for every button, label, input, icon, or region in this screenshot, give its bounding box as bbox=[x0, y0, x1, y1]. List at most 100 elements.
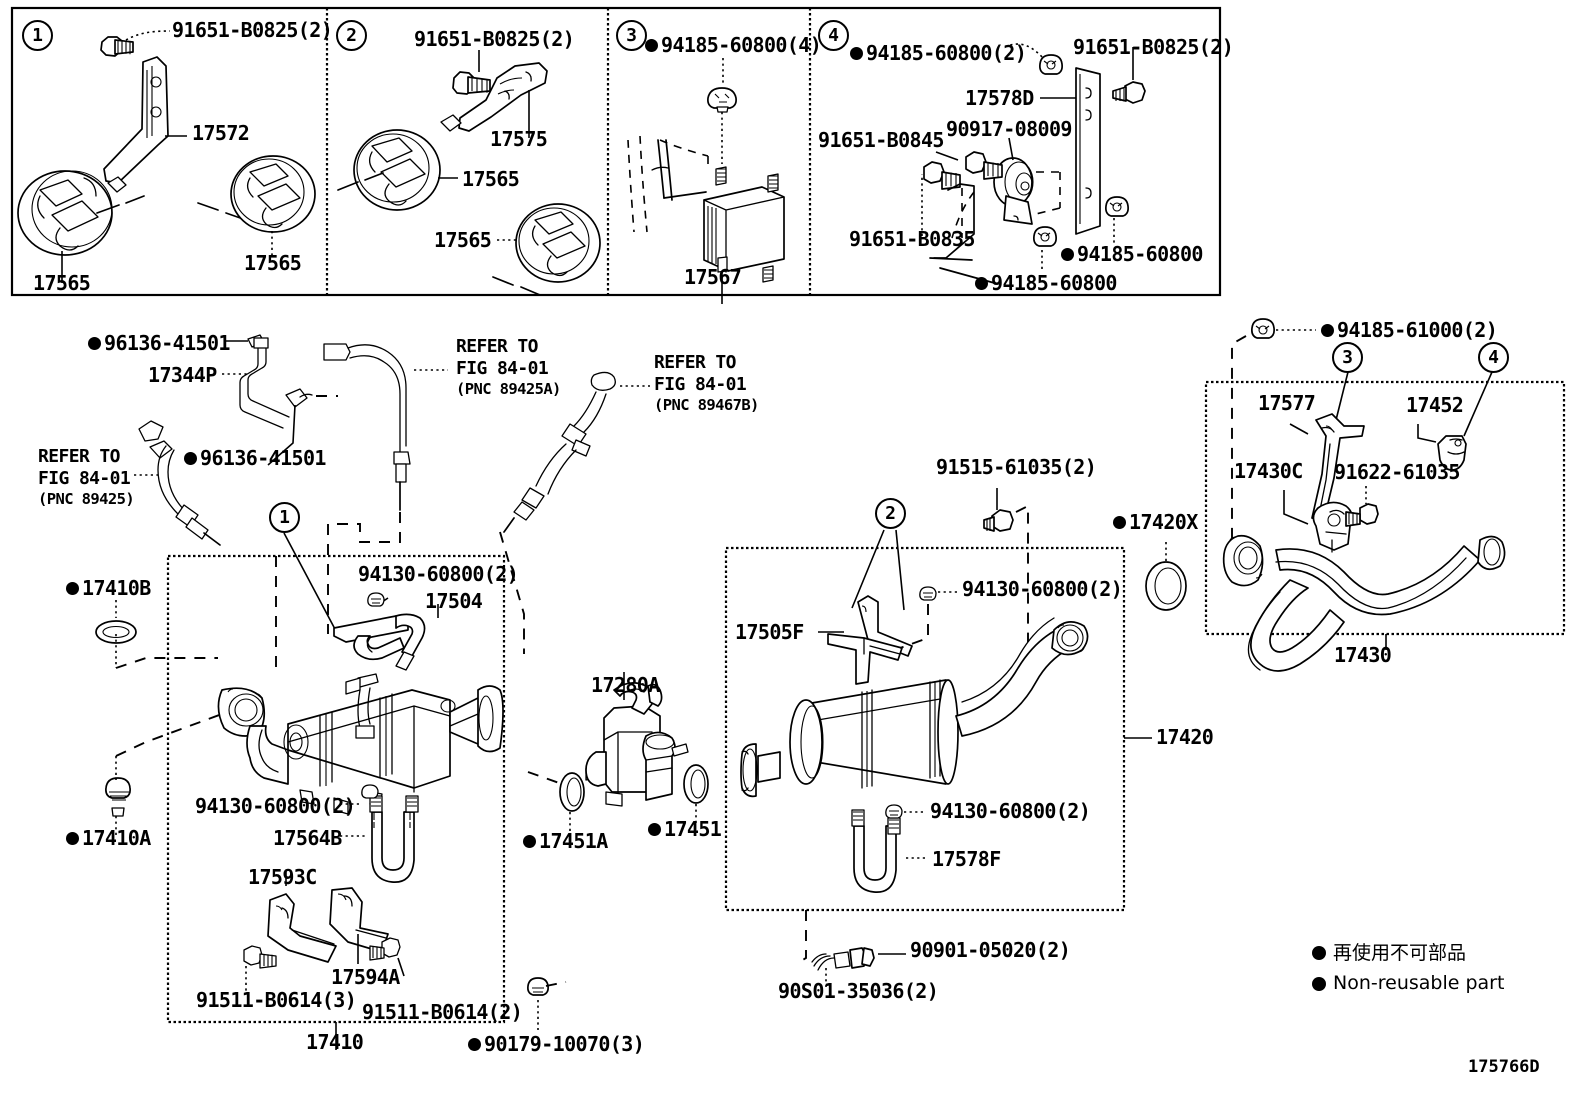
panel1-insulator-left-label: 17565 bbox=[33, 271, 91, 295]
panel-callout-1: 1 bbox=[22, 20, 53, 51]
panel1-bracket-label: 17572 bbox=[192, 121, 250, 145]
cover-17593c-label: 17593C bbox=[248, 865, 317, 889]
panel1-insulator-right-label: 17565 bbox=[244, 251, 302, 275]
non-reusable-dot bbox=[66, 582, 79, 595]
clamp-mid-text: 96136-41501 bbox=[200, 446, 326, 470]
cover-17594a-label: 17594A bbox=[331, 965, 400, 989]
legend-japanese-text: 再使用不可部品 bbox=[1333, 942, 1467, 964]
panel3-nut-label: 94185-60800(4) bbox=[645, 33, 822, 58]
non-reusable-dot bbox=[850, 47, 863, 60]
muffler-assembly-label: 17420 bbox=[1156, 725, 1214, 749]
panel1-bolt-label: 91651-B0825(2) bbox=[172, 18, 333, 42]
refer-to-center: REFER TO FIG 84-01 (PNC 89425A) bbox=[456, 336, 561, 399]
panel3-support-label: 17567 bbox=[684, 265, 742, 289]
clamp-mid-label: 96136-41501 bbox=[184, 446, 326, 471]
refer-right-line1: REFER TO bbox=[654, 352, 737, 373]
clamp-top-label: 96136-41501 bbox=[88, 331, 230, 356]
panel-callout-3: 3 bbox=[616, 20, 647, 51]
panel2-insulator-upper-label: 17565 bbox=[462, 167, 520, 191]
nut-94130-17504-label: 94130-60800(2) bbox=[358, 562, 519, 586]
legend-row-english: Non-reusable part bbox=[1312, 972, 1504, 994]
clamp-17578f-label: 17578F bbox=[932, 847, 1001, 871]
refer-center-line1: REFER TO bbox=[456, 336, 539, 357]
gasket-17410b-label: 17410B bbox=[66, 576, 151, 601]
converter-assembly-label: 17410 bbox=[306, 1030, 364, 1054]
non-reusable-dot bbox=[975, 277, 988, 290]
gasket-17451-label: 17451 bbox=[648, 817, 722, 842]
refer-center-line3: (PNC 89425A) bbox=[456, 379, 561, 398]
non-reusable-dot bbox=[645, 39, 658, 52]
non-reusable-dot bbox=[1061, 248, 1074, 261]
clamp-top-text: 96136-41501 bbox=[104, 331, 230, 355]
nut-90179-label: 90179-10070(3) bbox=[468, 1032, 645, 1057]
bracket-17577-label: 17577 bbox=[1258, 391, 1316, 415]
panel4-nut-right-text: 94185-60800 bbox=[1077, 242, 1203, 266]
panel4-bolt-top-right-label: 91651-B0825(2) bbox=[1073, 35, 1234, 59]
clamp-17452-label: 17452 bbox=[1406, 393, 1464, 417]
gasket-17451-text: 17451 bbox=[664, 817, 722, 841]
non-reusable-dot bbox=[648, 823, 661, 836]
bolt-90s01-label: 90S01-35036(2) bbox=[778, 979, 939, 1003]
panel4-bracket-label: 17578D bbox=[965, 86, 1034, 110]
tailpipe-callout-3: 3 bbox=[1332, 342, 1363, 373]
gasket-17451a-text: 17451A bbox=[539, 829, 608, 853]
panel4-nut-top-text: 94185-60800(2) bbox=[866, 41, 1027, 65]
legend: 再使用不可部品 Non-reusable part bbox=[1312, 942, 1504, 1003]
tailpipe-assembly-label: 17430 bbox=[1334, 643, 1392, 667]
panel4-bolt-lower-left-label: 91651-B0835 bbox=[849, 227, 975, 251]
panel2-insulator-lower-label: 17565 bbox=[434, 228, 492, 252]
legend-row-japanese: 再使用不可部品 bbox=[1312, 942, 1504, 964]
panel-callout-2: 2 bbox=[336, 20, 367, 51]
panel4-nut-bottom-text: 94185-60800 bbox=[991, 271, 1117, 295]
refer-to-left: REFER TO FIG 84-01 (PNC 89425) bbox=[38, 446, 135, 509]
refer-to-right: REFER TO FIG 84-01 (PNC 89467B) bbox=[654, 352, 759, 415]
refer-center-line2: FIG 84-01 bbox=[456, 357, 549, 379]
panel4-bolt-left-label: 91651-B0845 bbox=[818, 128, 944, 152]
gasket-17410b-text: 17410B bbox=[82, 576, 151, 600]
bolt-90901-label: 90901-05020(2) bbox=[910, 938, 1071, 962]
panel4-cushion-label: 90917-08009 bbox=[946, 117, 1072, 141]
nut-94185-61000-label: 94185-61000(2) bbox=[1321, 318, 1498, 343]
nut-94130-top-label: 94130-60800(2) bbox=[962, 577, 1123, 601]
nut-90179-text: 90179-10070(3) bbox=[484, 1032, 645, 1056]
nut-94185-61000-text: 94185-61000(2) bbox=[1337, 318, 1498, 342]
refer-right-line2: FIG 84-01 bbox=[654, 373, 747, 395]
legend-english-text: Non-reusable part bbox=[1333, 972, 1505, 995]
clamp-17564b-label: 17564B bbox=[273, 826, 342, 850]
gasket-17420x-label: 17420X bbox=[1113, 510, 1198, 535]
bolt-91511-2-label: 91511-B0614(2) bbox=[362, 1000, 523, 1024]
non-reusable-dot bbox=[468, 1038, 481, 1051]
refer-left-line2: FIG 84-01 bbox=[38, 467, 131, 489]
nut-94130-bottom-label: 94130-60800(2) bbox=[930, 799, 1091, 823]
muffler-callout-2: 2 bbox=[875, 498, 906, 529]
bolt-91515-label: 91515-61035(2) bbox=[936, 455, 1097, 479]
non-reusable-dot bbox=[66, 832, 79, 845]
converter-callout-1: 1 bbox=[269, 502, 300, 533]
support-17430c-label: 17430C bbox=[1234, 459, 1303, 483]
gasket-17420x-text: 17420X bbox=[1129, 510, 1198, 534]
gasket-17451a-label: 17451A bbox=[523, 829, 608, 854]
non-reusable-dot bbox=[1113, 516, 1126, 529]
non-reusable-dot bbox=[523, 835, 536, 848]
bolt-91622-label: 91622-61035 bbox=[1334, 460, 1460, 484]
non-reusable-dot bbox=[184, 452, 197, 465]
non-reusable-dot bbox=[1312, 976, 1326, 991]
panel4-nut-top-label: 94185-60800(2) bbox=[850, 41, 1027, 66]
valve-17280a-label: 17280A bbox=[591, 673, 660, 697]
refer-left-line1: REFER TO bbox=[38, 446, 121, 467]
panel2-bolt-label: 91651-B0825(2) bbox=[414, 27, 575, 51]
bracket-17505f-label: 17505F bbox=[735, 620, 804, 644]
nut-17410a-label: 17410A bbox=[66, 826, 151, 851]
bolt-91511-3-label: 91511-B0614(3) bbox=[196, 988, 357, 1012]
insulator-17504-label: 17504 bbox=[425, 589, 483, 613]
panel3-nut-text: 94185-60800(4) bbox=[661, 33, 822, 57]
diagram-id-code: 175766D bbox=[1468, 1057, 1540, 1077]
panel-callout-4: 4 bbox=[818, 20, 849, 51]
non-reusable-dot bbox=[1321, 324, 1334, 337]
panel4-nut-right-label: 94185-60800 bbox=[1061, 242, 1203, 267]
refer-right-line3: (PNC 89467B) bbox=[654, 395, 759, 414]
non-reusable-dot bbox=[88, 337, 101, 350]
pipe-17344p-label: 17344P bbox=[148, 363, 217, 387]
tailpipe-callout-4: 4 bbox=[1478, 342, 1509, 373]
